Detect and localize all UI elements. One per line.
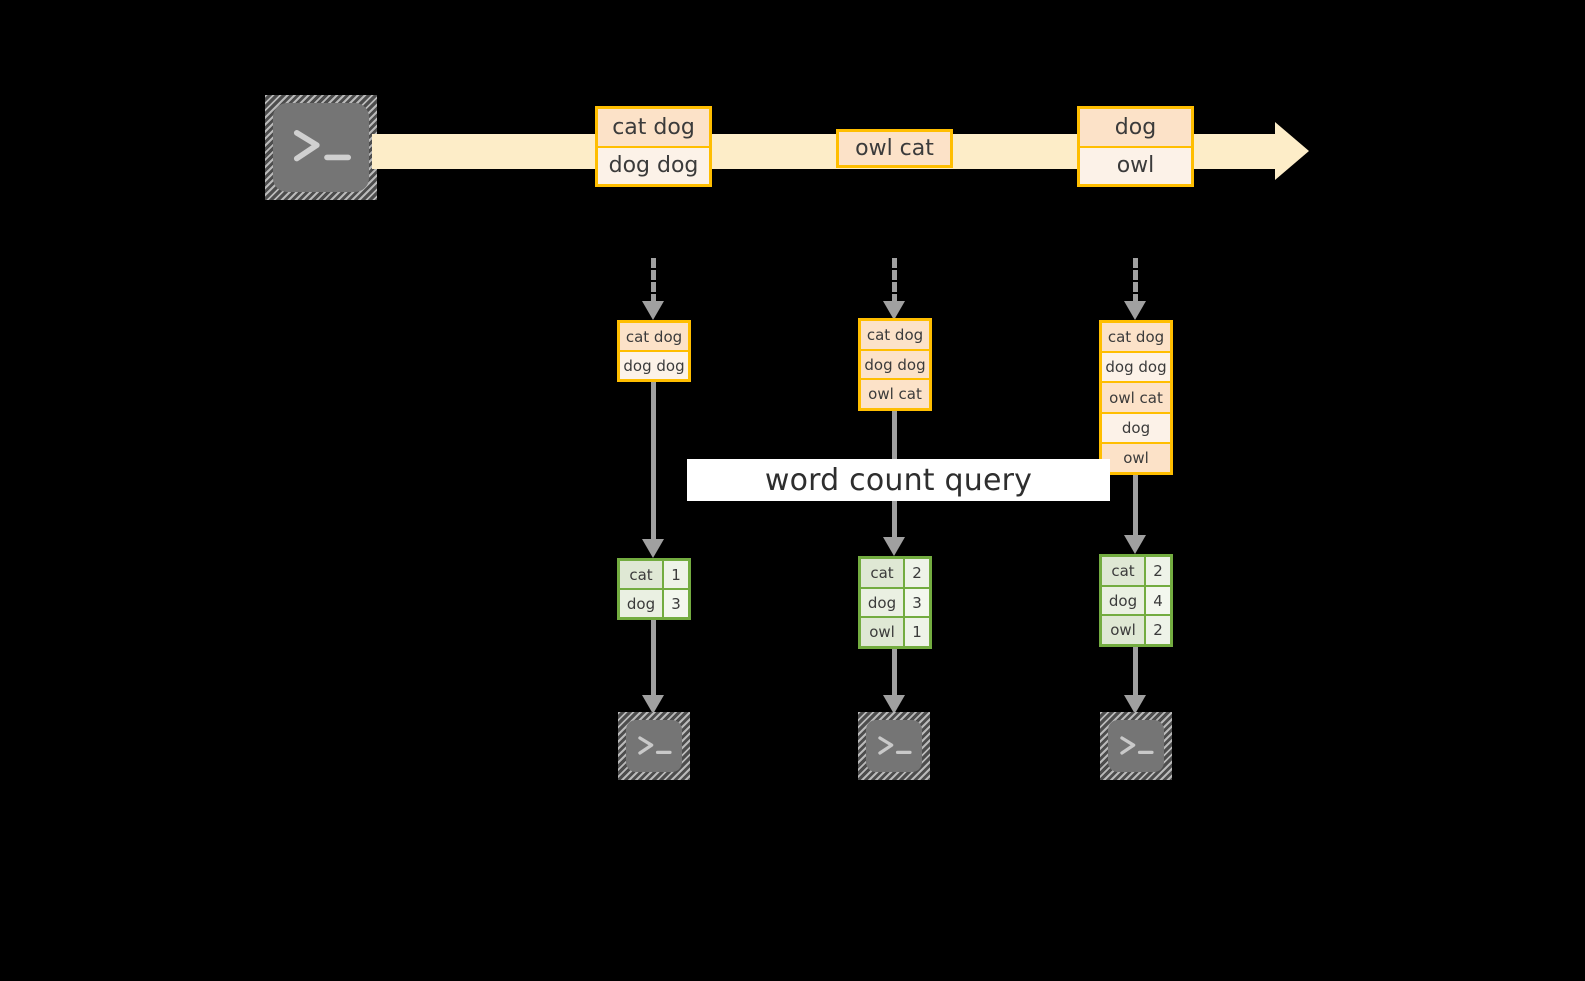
snapshot-2-word-1: cat <box>861 559 905 587</box>
snapshot-3-word-3: owl <box>1102 616 1146 645</box>
snapshot-2-count-3: 1 <box>905 618 929 647</box>
stream-batch-3-line-1: dog <box>1080 109 1191 148</box>
table-row: cat 2 <box>1102 557 1170 587</box>
snapshot-1-sink-line <box>651 620 656 698</box>
snapshot-3-sink-arrowhead <box>1124 695 1146 714</box>
snapshot-2-input-line-2: dog dog <box>861 350 929 381</box>
stream-batch-1-line-1: cat dog <box>598 109 709 148</box>
snapshot-2-word-2: dog <box>861 588 905 617</box>
table-row: dog 3 <box>620 590 688 617</box>
terminal-prompt-glyph <box>876 734 915 759</box>
stream-batch-2-line-1: owl cat <box>839 132 950 165</box>
snapshot-2-query-arrowhead <box>883 537 905 556</box>
terminal-prompt-glyph <box>636 734 675 759</box>
snapshot-1-query-arrowhead <box>642 539 664 558</box>
query-label-band: word count query <box>687 459 1110 501</box>
snapshot-2-word-3: owl <box>861 618 905 647</box>
snapshot-1-input-line-2: dog dog <box>620 352 688 379</box>
table-row: owl 2 <box>1102 616 1170 645</box>
snapshot-1-word-1: cat <box>620 561 664 588</box>
snapshot-3-count-3: 2 <box>1146 616 1170 645</box>
source-terminal-icon <box>265 95 377 200</box>
snapshot-3-input-box: cat dog dog dog owl cat dog owl <box>1099 320 1173 475</box>
table-row: owl 1 <box>861 618 929 647</box>
snapshot-3-input-line-5: owl <box>1102 443 1170 473</box>
snapshot-2-input-line-3: owl cat <box>861 380 929 409</box>
snapshot-3-tap-arrowhead <box>1124 301 1146 320</box>
stream-batch-3: dog owl <box>1077 106 1194 187</box>
snapshot-2-input-box: cat dog dog dog owl cat <box>858 318 932 411</box>
table-row: cat 1 <box>620 561 688 590</box>
snapshot-2-tap-line <box>892 258 897 304</box>
stream-arrow-head <box>1275 122 1309 180</box>
snapshot-2-sink-terminal-icon <box>858 712 930 780</box>
snapshot-3-input-line-1: cat dog <box>1102 323 1170 354</box>
snapshot-3-sink-line <box>1133 647 1138 698</box>
snapshot-2-tap-arrowhead <box>883 301 905 320</box>
terminal-prompt-glyph <box>1118 734 1157 759</box>
snapshot-3-sink-terminal-icon <box>1100 712 1172 780</box>
snapshot-1-tap-line <box>651 258 656 304</box>
table-row: cat 2 <box>861 559 929 589</box>
snapshot-3-result-table: cat 2 dog 4 owl 2 <box>1099 554 1173 647</box>
stream-batch-1: cat dog dog dog <box>595 106 712 187</box>
snapshot-3-tap-line <box>1133 258 1138 304</box>
snapshot-1-word-2: dog <box>620 590 664 617</box>
snapshot-2-count-1: 2 <box>905 559 929 587</box>
terminal-prompt-glyph <box>290 126 357 169</box>
snapshot-3-count-1: 2 <box>1146 557 1170 585</box>
stream-batch-3-line-2: owl <box>1080 147 1191 184</box>
snapshot-3-input-line-4: dog <box>1102 413 1170 444</box>
snapshot-1-result-table: cat 1 dog 3 <box>617 558 691 620</box>
snapshot-2-sink-line <box>892 649 897 698</box>
snapshot-1-tap-arrowhead <box>642 301 664 320</box>
snapshot-1-input-box: cat dog dog dog <box>617 320 691 382</box>
snapshot-2-result-table: cat 2 dog 3 owl 1 <box>858 556 932 649</box>
snapshot-3-query-arrowhead <box>1124 535 1146 554</box>
snapshot-3-word-2: dog <box>1102 586 1146 615</box>
snapshot-1-sink-terminal-icon <box>618 712 690 780</box>
snapshot-1-query-line <box>651 382 656 542</box>
snapshot-3-query-line <box>1133 475 1138 538</box>
snapshot-1-count-1: 1 <box>664 561 688 588</box>
table-row: dog 4 <box>1102 586 1170 617</box>
snapshot-2-count-2: 3 <box>905 588 929 617</box>
stream-batch-2: owl cat <box>836 129 953 168</box>
snapshot-3-word-1: cat <box>1102 557 1146 585</box>
snapshot-3-input-line-3: owl cat <box>1102 383 1170 414</box>
snapshot-1-input-line-1: cat dog <box>620 323 688 352</box>
snapshot-3-count-2: 4 <box>1146 586 1170 615</box>
stream-batch-1-line-2: dog dog <box>598 147 709 184</box>
snapshot-2-sink-arrowhead <box>883 695 905 714</box>
snapshot-3-input-line-2: dog dog <box>1102 353 1170 384</box>
snapshot-2-input-line-1: cat dog <box>861 321 929 351</box>
snapshot-1-sink-arrowhead <box>642 695 664 714</box>
snapshot-1-count-2: 3 <box>664 590 688 617</box>
query-label-text: word count query <box>764 462 1033 498</box>
table-row: dog 3 <box>861 588 929 619</box>
